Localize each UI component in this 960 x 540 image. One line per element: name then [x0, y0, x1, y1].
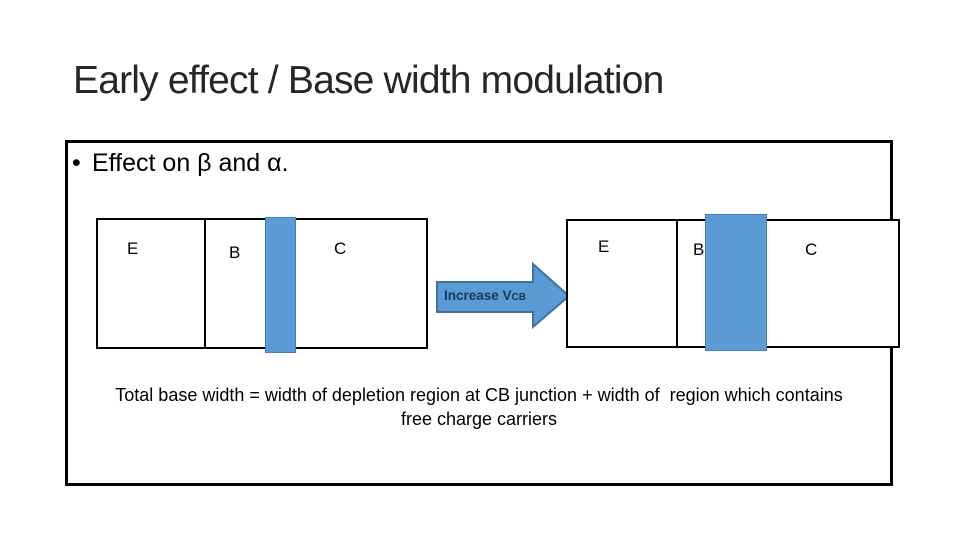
- emitter-label: E: [598, 237, 610, 256]
- collector-label: C: [805, 240, 818, 259]
- emitter-label: E: [127, 239, 139, 258]
- arrow-label-subscript: CB: [511, 292, 526, 303]
- base-label: B: [693, 240, 705, 259]
- bullet-marker: •: [72, 149, 81, 177]
- eb-junction-divider: [204, 220, 206, 347]
- cb-depletion-region-widened: [705, 214, 767, 351]
- caption-line-2: free charge carriers: [400, 409, 558, 429]
- arrow-label-text: Increase V: [444, 288, 512, 303]
- slide-title: Early effect / Base width modulation: [73, 59, 664, 102]
- collector-label: C: [334, 239, 347, 258]
- increase-vcb-label: Increase VCB: [437, 288, 533, 306]
- bullet-text: Effect on β and α.: [92, 149, 289, 177]
- base-label: B: [229, 243, 241, 262]
- eb-junction-divider: [676, 221, 678, 346]
- bjt-diagram-after: E B C: [566, 214, 900, 351]
- right-arrow-icon: [436, 261, 571, 330]
- caption-line-1: Total base width = width of depletion re…: [115, 385, 843, 405]
- cb-depletion-region: [265, 217, 296, 353]
- bjt-diagram-before: E B C: [96, 217, 428, 353]
